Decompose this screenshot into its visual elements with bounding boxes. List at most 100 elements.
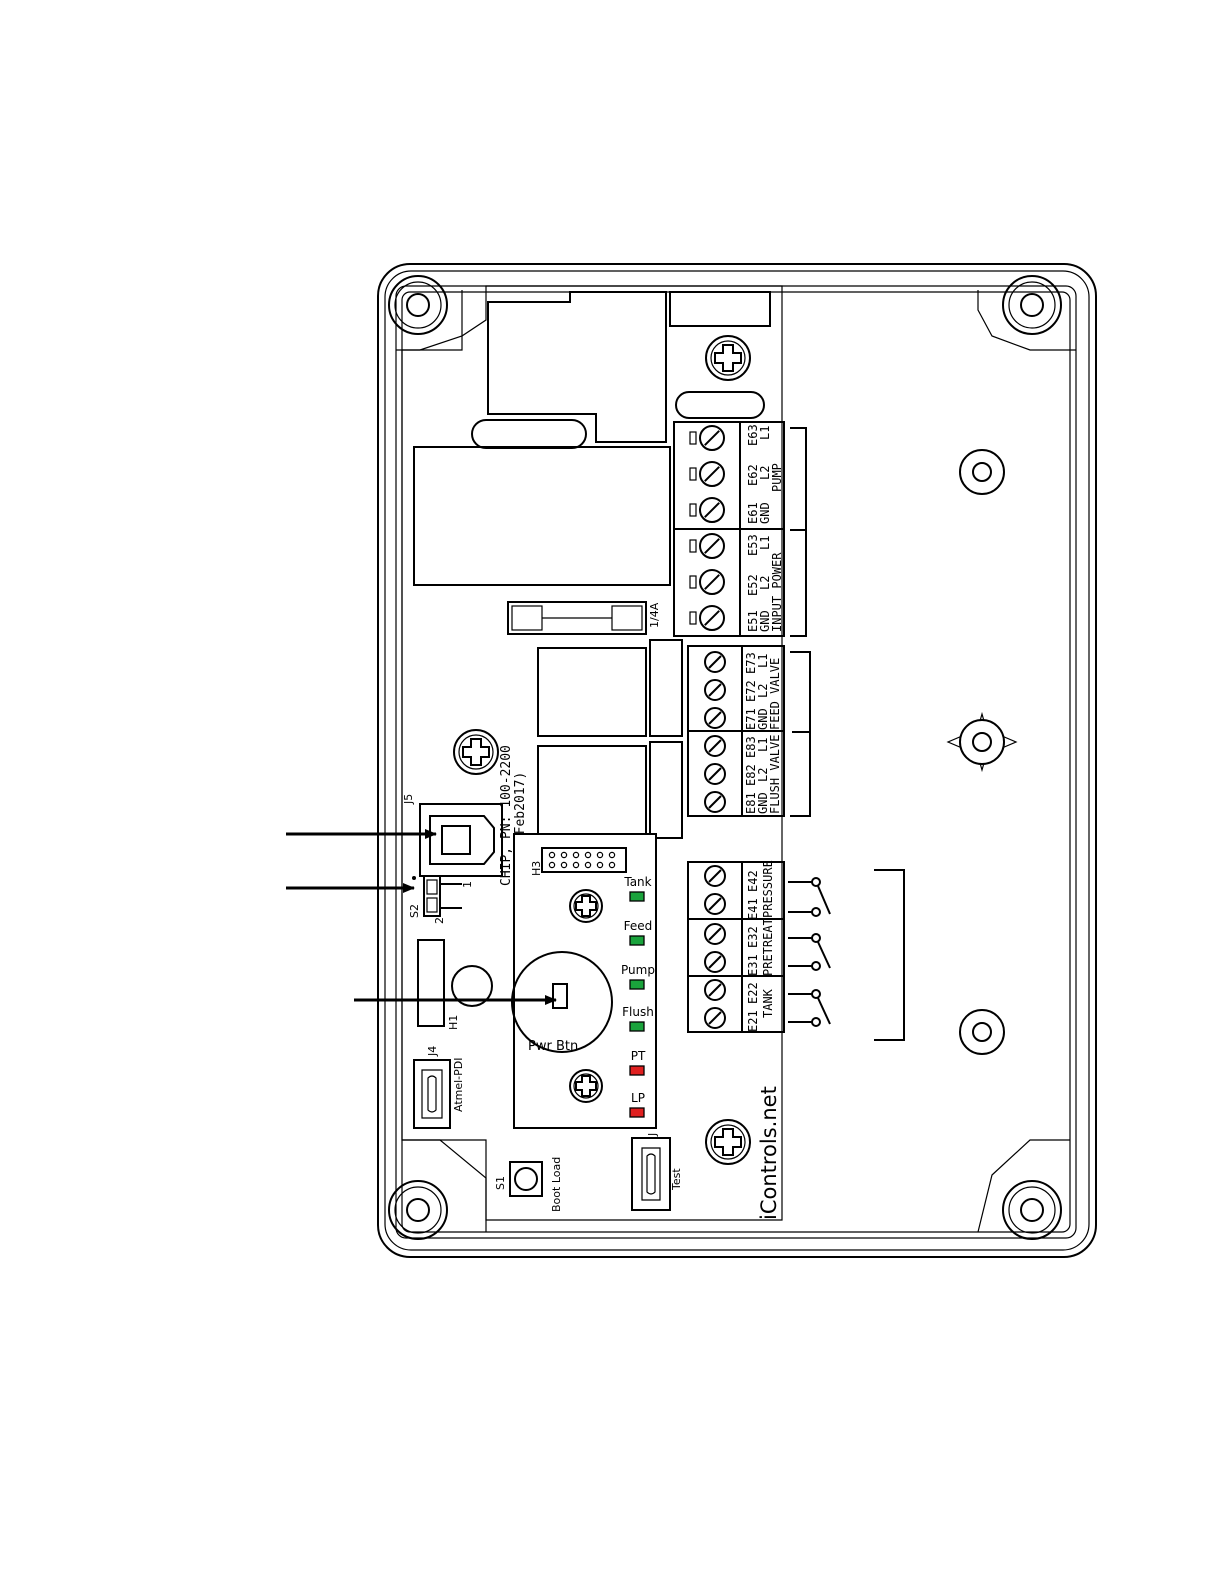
- led-label: Feed: [624, 919, 653, 933]
- h3-pin: [584, 851, 592, 859]
- fuse-rating-label: 1/4A: [648, 602, 661, 628]
- pcb-screw-left: [453, 729, 499, 775]
- pcb: J5 S2 1 2 H1 J4 Atmel-PDI S1: [401, 285, 783, 1221]
- led-indicator: [629, 979, 645, 990]
- pretreat-e32-label: E32: [746, 926, 760, 948]
- j5-label: J5: [402, 794, 415, 805]
- led-label: Tank: [623, 875, 651, 889]
- terminal-notch: [689, 539, 697, 553]
- led-pump: Pump: [621, 963, 655, 990]
- h3-label: H3: [530, 861, 543, 876]
- flush-l2-label: L2: [756, 768, 770, 782]
- terminal-notch: [689, 467, 697, 481]
- led-flush: Flush: [622, 1005, 654, 1032]
- terminal-screw[interactable]: [704, 1007, 726, 1029]
- chip-pn-label: CHIP, PN: 100-2200: [499, 745, 514, 886]
- terminal-notch: [689, 503, 697, 517]
- pressure-e42-label: E42: [746, 870, 760, 892]
- feed-e71-label: E71: [744, 708, 758, 730]
- led-label: Pump: [621, 963, 655, 977]
- led-label: LP: [631, 1091, 645, 1105]
- pretreat-label: PRETREAT: [761, 918, 775, 976]
- terminal-block-valves: [687, 645, 785, 817]
- input-power-label: INPUT POWER: [770, 552, 784, 632]
- test-connector[interactable]: [631, 1137, 671, 1211]
- connector-j4[interactable]: [413, 1059, 451, 1129]
- feed-l1-label: L1: [756, 654, 770, 668]
- feed-valve-label: FEED VALVE: [768, 658, 782, 730]
- boot-load-button-s1[interactable]: [509, 1161, 543, 1197]
- terminal-screw[interactable]: [699, 605, 725, 631]
- terminal-screw[interactable]: [704, 893, 726, 915]
- pcb-screw-bottom: [705, 1119, 751, 1165]
- corner-screw-top-left: [388, 275, 463, 351]
- terminal-screw[interactable]: [704, 651, 726, 673]
- pump-e61-label: E61: [746, 502, 760, 524]
- switch-symbol-tank: [788, 989, 831, 1027]
- terminal-screw[interactable]: [704, 791, 726, 813]
- mount-hole-middle: [946, 711, 1018, 773]
- terminal-screw[interactable]: [704, 979, 726, 1001]
- led-label: Flush: [622, 1005, 654, 1019]
- terminal-block-switches: [687, 861, 785, 1033]
- fuse: [507, 601, 647, 635]
- corner-screw-bottom-right: [977, 1139, 1070, 1240]
- pressure-e41-label: E41: [746, 898, 760, 920]
- input-gnd-label: GND: [758, 610, 772, 632]
- led-label: PT: [631, 1049, 646, 1063]
- led-lp: LP: [629, 1091, 645, 1118]
- h3-pin: [596, 851, 604, 859]
- terminal-screw[interactable]: [699, 461, 725, 487]
- feed-e72-label: E72: [744, 680, 758, 702]
- terminal-brackets: [790, 427, 905, 1041]
- h3-pin: [572, 861, 580, 869]
- terminal-screw[interactable]: [699, 533, 725, 559]
- mount-hole-upper: [959, 449, 1005, 495]
- tank-e22-label: E22: [746, 982, 760, 1004]
- dip-switch-s2[interactable]: [412, 875, 462, 917]
- flush-gnd-label: GND: [756, 792, 770, 814]
- input-l1-label: L1: [758, 536, 772, 550]
- relay-feed: [537, 647, 647, 737]
- h1-label: H1: [447, 1015, 460, 1030]
- mount-hole-lower: [959, 1009, 1005, 1055]
- led-pt: PT: [629, 1049, 646, 1076]
- pump-l2-label: L2: [758, 466, 772, 480]
- corner-screw-top-right: [977, 275, 1076, 351]
- pump-gnd-label: GND: [758, 502, 772, 524]
- terminal-screw[interactable]: [699, 497, 725, 523]
- chip-date-label: 20Feb2017): [513, 772, 528, 850]
- led-tank: Tank: [623, 875, 652, 902]
- terminal-labels: E63 L1 E62 L2 E61 GND PUMP E53 L1 E52 L2…: [744, 424, 784, 1032]
- flush-valve-label: FLUSH VALVE: [768, 735, 782, 814]
- boot-load-label: Boot Load: [550, 1157, 563, 1212]
- terminal-screw[interactable]: [704, 679, 726, 701]
- terminal-screw[interactable]: [704, 763, 726, 785]
- relay-flush: [537, 745, 647, 835]
- h3-pin: [548, 861, 556, 869]
- terminal-screw[interactable]: [699, 569, 725, 595]
- s2-pin2-label: 2: [433, 917, 446, 924]
- terminal-screw[interactable]: [704, 923, 726, 945]
- terminal-block-power: [673, 421, 785, 637]
- terminal-screw[interactable]: [704, 951, 726, 973]
- input-e51-label: E51: [746, 610, 760, 632]
- terminal-screw[interactable]: [704, 865, 726, 887]
- led-indicator: [629, 891, 645, 902]
- terminal-notch: [689, 575, 697, 589]
- input-l2-label: L2: [758, 576, 772, 590]
- transformer-block: [487, 291, 667, 443]
- h3-pin: [608, 861, 616, 869]
- terminal-screw[interactable]: [704, 735, 726, 757]
- terminal-screw[interactable]: [699, 425, 725, 451]
- test-connector-j-label: J: [646, 1133, 659, 1137]
- pretreat-e31-label: E31: [746, 954, 760, 976]
- header-h1: [417, 939, 445, 1027]
- pump-e63-label: E63: [746, 424, 760, 446]
- usb-connector-j5[interactable]: [419, 803, 503, 877]
- relay-large: [413, 446, 671, 586]
- header-h3: [541, 847, 627, 873]
- terminal-screw[interactable]: [704, 707, 726, 729]
